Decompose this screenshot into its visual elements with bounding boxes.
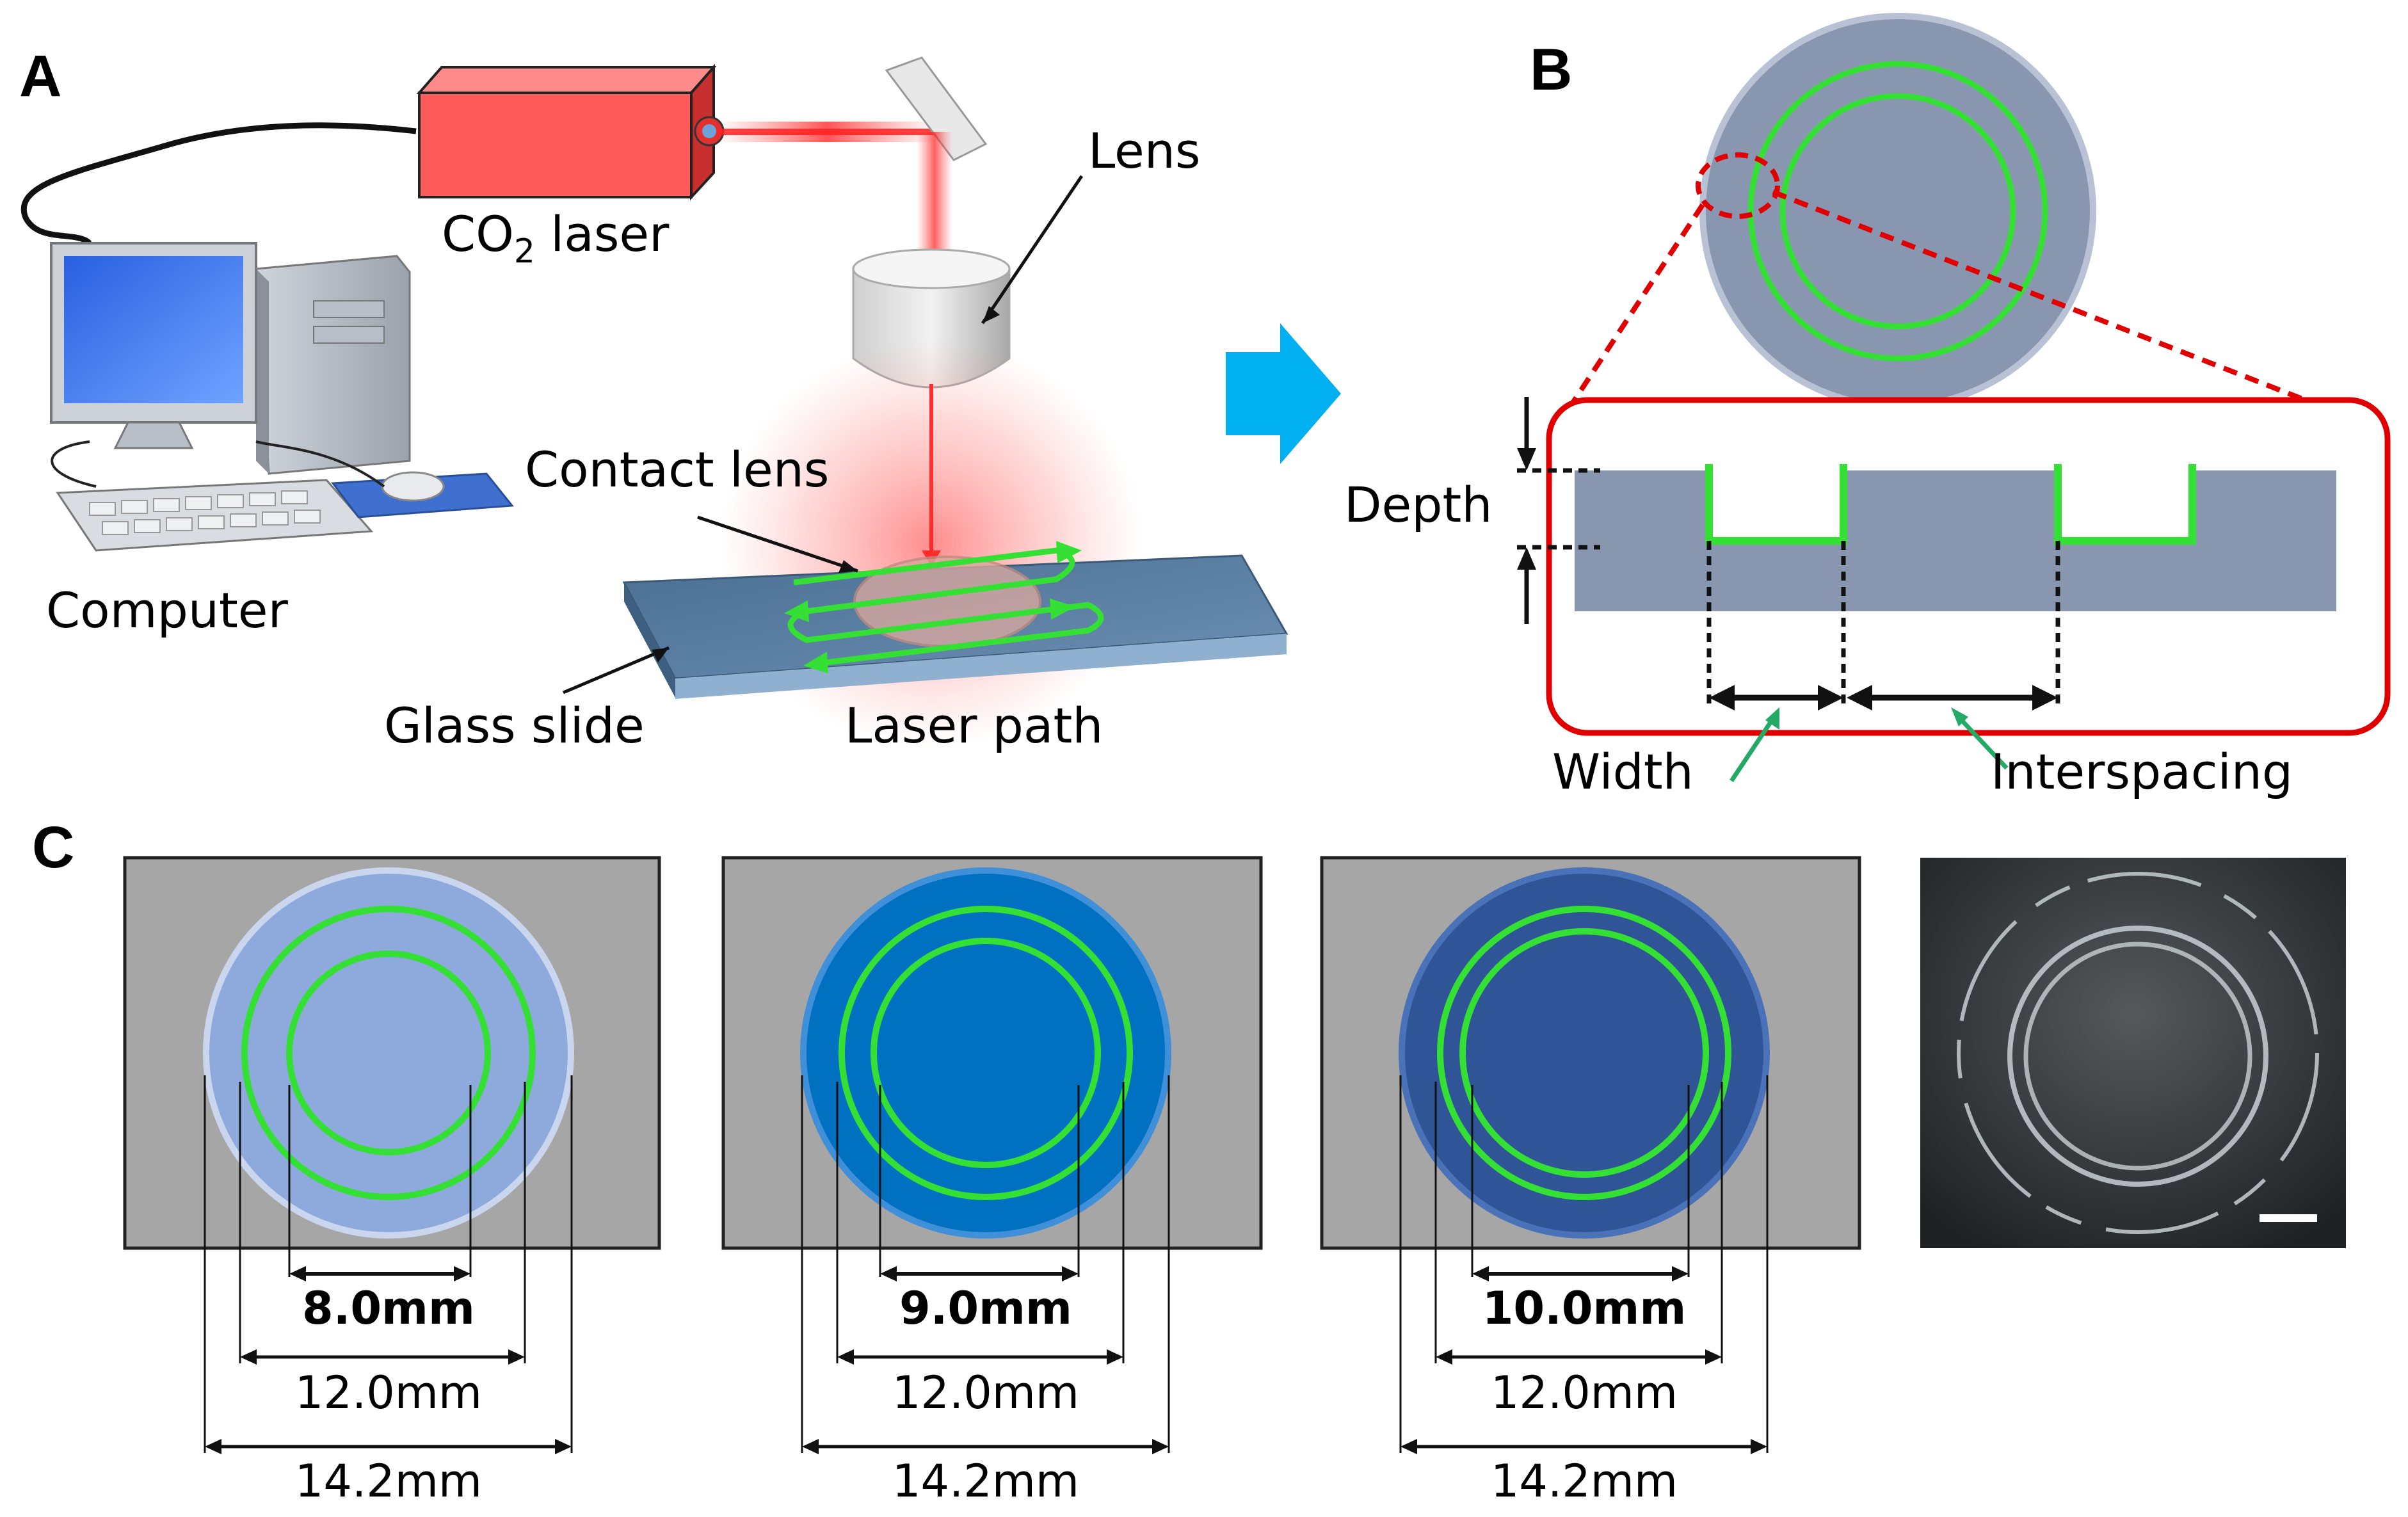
glass-slide-label: Glass slide [384, 697, 645, 754]
panel-a-letter: A [19, 44, 61, 109]
computer [50, 242, 514, 552]
depth-label: Depth [1344, 476, 1493, 533]
design-2-middle-diameter: 12.0mm [892, 1367, 1079, 1419]
design-3-outer-diameter: 14.2mm [1491, 1455, 1678, 1507]
design-2-dimensions [801, 1075, 1170, 1453]
design-1-middle-diameter: 12.0mm [295, 1367, 482, 1419]
design-1-lens [203, 867, 574, 1239]
co2-laser-label: CO2 laser [442, 205, 670, 271]
panel-b-letter: B [1530, 37, 1572, 102]
design-3-middle-diameter: 12.0mm [1491, 1367, 1678, 1419]
laser-cable [20, 122, 417, 246]
transition-arrow [1226, 323, 1341, 464]
design-1-outer-diameter: 14.2mm [295, 1455, 482, 1507]
mirror [885, 56, 988, 161]
dimension-guides [1706, 541, 2060, 707]
design-2 [721, 856, 1263, 1250]
contact-lens-label: Contact lens [525, 441, 829, 498]
lens-label: Lens [1088, 122, 1201, 179]
design-2-lens [800, 867, 1171, 1239]
design-3-dimensions [1399, 1075, 1769, 1453]
design-1-inner-diameter: 8.0mm [302, 1282, 475, 1335]
computer-label: Computer [46, 582, 289, 639]
zoom-region [1696, 152, 1780, 219]
width-arrow [1709, 685, 1843, 710]
design-3-inner-diameter: 10.0mm [1482, 1282, 1687, 1335]
design-3-lens [1399, 867, 1770, 1239]
laser-path-arrows [784, 541, 1082, 673]
co2-laser [416, 63, 725, 201]
design-3 [1320, 856, 1861, 1250]
design-2-outer-diameter: 14.2mm [892, 1455, 1079, 1507]
width-label: Width [1552, 743, 1694, 800]
design-2-inner-diameter: 9.0mm [899, 1282, 1072, 1335]
lens-photo [1920, 858, 2346, 1248]
panel-c-letter: C [32, 815, 74, 880]
interspacing-label: Interspacing [1991, 743, 2293, 800]
laser-path [787, 547, 1104, 666]
cross-section [1575, 464, 2336, 611]
design-1 [123, 856, 661, 1250]
interspacing-arrow [1847, 685, 2058, 710]
laser-path-label: Laser path [845, 697, 1103, 754]
design-1-dimensions [204, 1075, 573, 1453]
